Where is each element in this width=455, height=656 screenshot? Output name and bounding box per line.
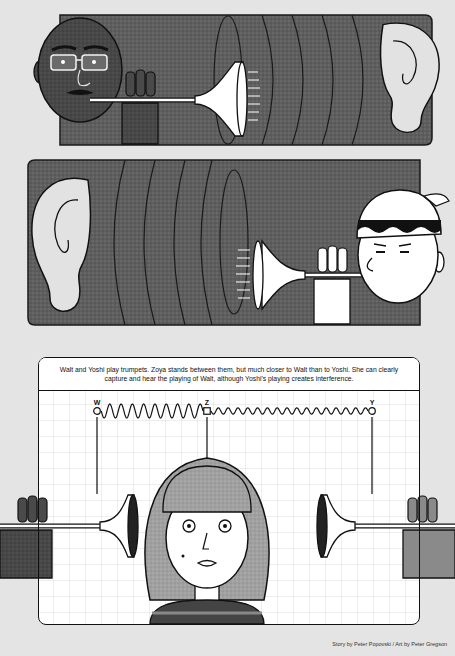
shirt-stripe xyxy=(152,612,262,615)
nose xyxy=(78,70,90,86)
trumpet-tube xyxy=(90,98,200,103)
caption-panel: Walt and Yoshi play trumpets. Zoya stand… xyxy=(38,357,420,625)
marker-circle xyxy=(368,407,376,415)
finger xyxy=(38,498,47,522)
finger xyxy=(318,248,327,272)
listener-ear xyxy=(32,178,91,311)
bell-mouth xyxy=(237,62,247,136)
cap-brim xyxy=(424,194,449,206)
eye xyxy=(219,520,231,532)
bangs xyxy=(163,466,251,512)
finger xyxy=(126,72,135,96)
hand xyxy=(122,103,158,144)
wave-connector xyxy=(101,404,203,418)
hair xyxy=(145,458,269,600)
trumpet-bell xyxy=(195,62,243,136)
nose xyxy=(367,258,373,271)
glasses xyxy=(82,55,107,70)
bell-mouth xyxy=(128,495,138,557)
scene-panel xyxy=(0,357,455,625)
finger xyxy=(428,498,437,522)
marker-letter: W xyxy=(93,399,102,407)
trumpet-tube xyxy=(353,524,455,529)
panel-grid xyxy=(38,357,420,625)
position-marker: Z xyxy=(203,399,211,415)
position-marker: Y xyxy=(368,399,376,415)
walt-head xyxy=(38,18,122,122)
wave-connector xyxy=(211,408,368,414)
eye xyxy=(183,520,195,532)
eyes xyxy=(376,251,409,253)
trumpet-tube xyxy=(300,274,370,277)
nose xyxy=(203,533,209,549)
marker-circle xyxy=(93,407,101,415)
pupil xyxy=(187,524,191,528)
marker-circle xyxy=(369,408,376,415)
finger xyxy=(136,70,145,96)
eye xyxy=(92,60,96,64)
trumpet-tube xyxy=(0,525,102,528)
mole xyxy=(182,555,185,558)
trumpet-tube xyxy=(0,524,102,529)
trumpet-tube xyxy=(353,525,455,528)
hand xyxy=(403,530,455,578)
sound-lines xyxy=(236,250,250,298)
caption-text: Walt and Yoshi play trumpets. Zoya stand… xyxy=(39,358,419,391)
wavefront xyxy=(114,160,212,325)
finger xyxy=(146,72,155,96)
marker-letter: Y xyxy=(369,399,376,407)
shirt xyxy=(150,600,264,624)
mustache xyxy=(66,90,94,96)
wavefront xyxy=(262,15,363,145)
sound-lines xyxy=(248,72,260,120)
trumpet-bell xyxy=(262,241,305,309)
bell-mouth xyxy=(317,495,327,557)
eye xyxy=(61,60,65,64)
trumpet-tube xyxy=(90,99,200,102)
pupil xyxy=(223,524,227,528)
eyebrows xyxy=(374,244,411,246)
panel-ground xyxy=(38,357,420,625)
finger xyxy=(18,498,27,522)
credit-line: Story by Peter Popovski / Art by Peter G… xyxy=(332,641,447,648)
hand xyxy=(314,279,350,324)
finger xyxy=(408,498,417,522)
walt-panel xyxy=(34,15,439,145)
marker-square xyxy=(204,408,211,415)
cap-band xyxy=(358,220,441,233)
marker-square xyxy=(203,407,211,415)
tube-section xyxy=(220,170,248,314)
yoshi-panel xyxy=(28,160,449,325)
marker-letter: Z xyxy=(204,399,210,407)
finger xyxy=(28,496,37,522)
position-marker: W xyxy=(93,399,102,415)
listener-ear xyxy=(381,23,440,132)
marker-circle xyxy=(94,408,101,415)
hand xyxy=(0,530,52,578)
finger xyxy=(338,248,347,272)
glasses-bridge xyxy=(76,59,82,61)
eyebrows xyxy=(52,47,108,50)
trumpet-tube xyxy=(300,273,370,278)
bell-mouth xyxy=(253,241,263,309)
glasses xyxy=(51,55,76,70)
lips xyxy=(198,561,216,567)
finger xyxy=(328,246,337,272)
